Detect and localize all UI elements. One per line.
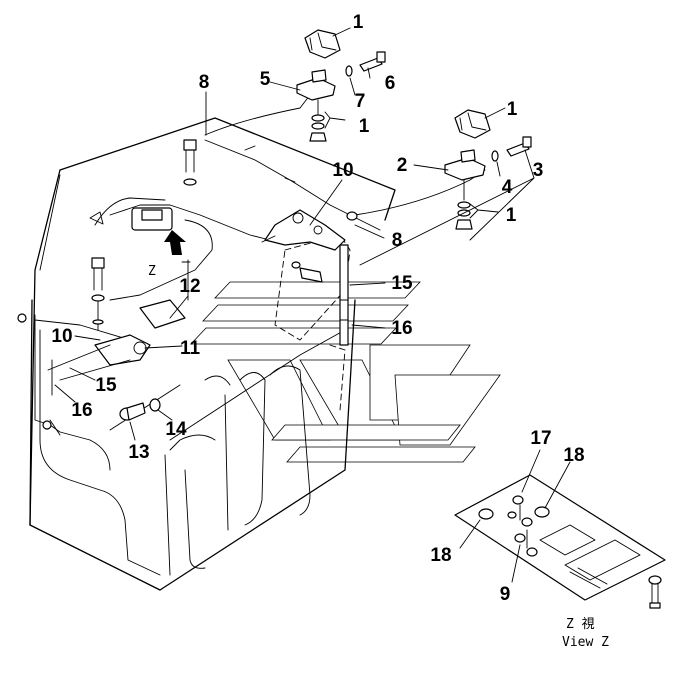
callout-10-right: 10 xyxy=(332,160,353,181)
callout-1-lamp-upper: 1 xyxy=(353,12,364,33)
callout-13: 13 xyxy=(128,442,149,463)
cab-bolts xyxy=(91,139,358,331)
callout-14: 14 xyxy=(165,419,187,440)
washer-14 xyxy=(149,398,161,412)
callout-5: 5 xyxy=(260,69,271,90)
cab-body xyxy=(29,117,396,591)
direction-arrow xyxy=(164,230,186,255)
callout-1-nut-right: 1 xyxy=(506,205,517,226)
callout-16-left: 16 xyxy=(71,400,92,421)
callout-16-right: 16 xyxy=(391,318,412,339)
view-z-plate xyxy=(454,474,666,609)
callout-8-upper: 8 xyxy=(199,72,210,93)
callout-18-left: 18 xyxy=(430,545,451,566)
wiring-harness xyxy=(17,94,486,471)
callout-7: 7 xyxy=(355,91,366,112)
callout-3: 3 xyxy=(533,160,544,181)
callout-1-lamp-right: 1 xyxy=(507,99,518,120)
callout-15-right: 15 xyxy=(391,273,413,294)
bracket-assembly-right xyxy=(261,209,349,346)
view-z-marker: Z xyxy=(148,264,156,279)
callout-17: 17 xyxy=(530,428,551,449)
callout-10-left: 10 xyxy=(51,326,72,347)
bracket-assembly-left xyxy=(47,299,186,396)
callout-numbers: 1 5 6 7 1 8 1 2 3 4 1 10 8 15 16 12 11 1… xyxy=(51,12,584,605)
callout-1-nut-upper: 1 xyxy=(359,116,370,137)
callout-15-left: 15 xyxy=(95,375,117,396)
callout-6: 6 xyxy=(385,73,396,94)
callout-9: 9 xyxy=(500,584,511,605)
callout-11: 11 xyxy=(180,338,201,359)
callout-12: 12 xyxy=(179,276,200,297)
view-z-caption-line2: View Z xyxy=(562,635,609,650)
lamp-assembly-right xyxy=(444,109,532,230)
callout-18-right: 18 xyxy=(563,445,584,466)
leader-lines xyxy=(54,27,571,583)
callout-2: 2 xyxy=(397,155,408,176)
lamp-assembly-upper xyxy=(296,29,386,142)
callout-4: 4 xyxy=(502,177,513,198)
bolt-13 xyxy=(119,402,146,421)
view-z-caption-line1: Z 視 xyxy=(566,617,595,632)
callout-8-right: 8 xyxy=(392,230,403,251)
